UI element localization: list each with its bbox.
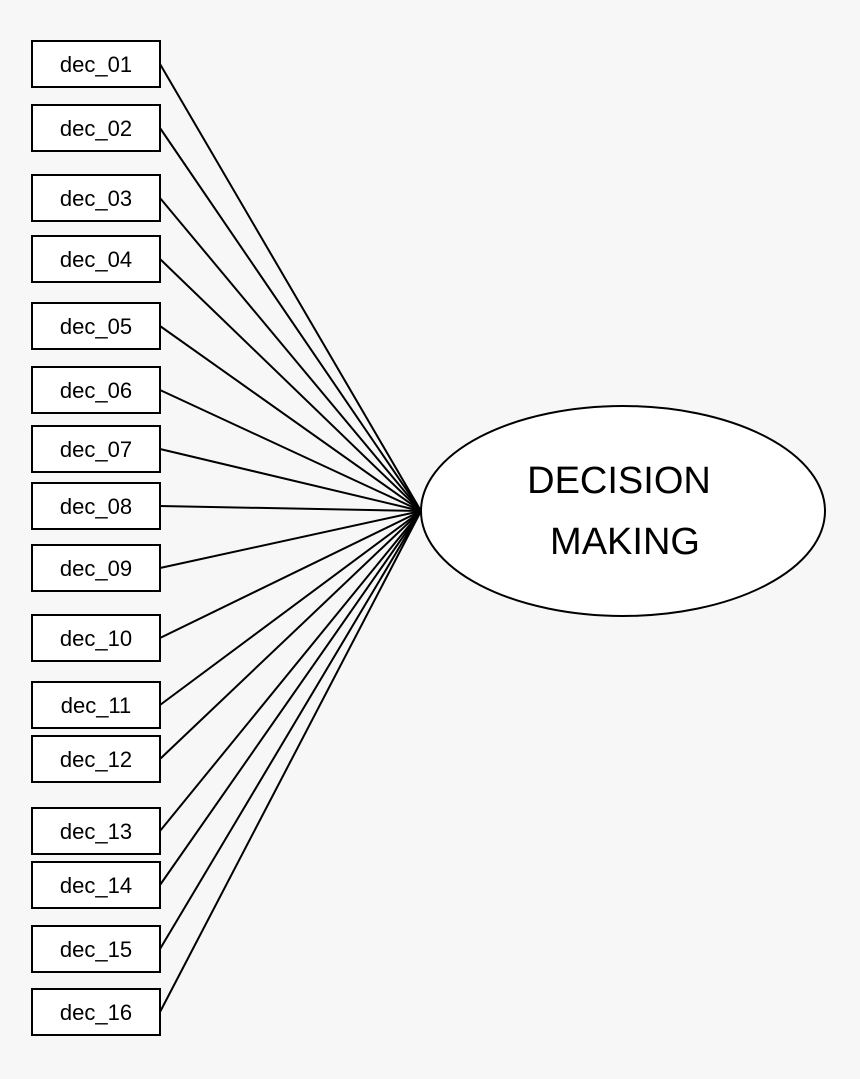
path-line-05 [159,325,422,512]
path-line-10 [159,510,422,639]
indicator-box [31,235,161,283]
indicator-09: dec_09 [31,544,161,592]
indicator-07: dec_07 [31,425,161,473]
path-line-07 [159,448,422,512]
indicator-12: dec_12 [31,735,161,783]
indicator-box [31,925,161,973]
path-line-16 [159,510,422,1013]
latent-label-line2: MAKING [550,521,700,563]
indicator-label: dec_16 [60,1000,132,1025]
indicator-box [31,614,161,662]
indicator-label: dec_11 [61,693,132,718]
indicator-label: dec_06 [60,378,132,403]
path-line-09 [159,510,422,569]
indicator-box [31,302,161,350]
indicator-08: dec_08 [31,482,161,530]
path-line-08 [159,505,422,512]
indicator-box [31,40,161,88]
indicator-label: dec_10 [60,626,132,651]
indicator-box [31,861,161,909]
path-line-14 [159,510,422,886]
indicator-box [31,104,161,152]
indicator-label: dec_04 [60,247,132,272]
indicator-label: dec_12 [60,747,132,772]
indicator-16: dec_16 [31,988,161,1036]
path-line-11 [159,510,422,706]
indicator-box [31,807,161,855]
path-line-04 [159,258,422,512]
latent-factor: DECISION MAKING [420,405,826,617]
indicator-box [31,366,161,414]
indicator-box [31,425,161,473]
path-line-03 [159,197,422,512]
indicator-label: dec_02 [60,116,132,141]
indicator-11: dec_11 [31,681,161,729]
indicator-box [31,735,161,783]
indicator-02: dec_02 [31,104,161,152]
indicator-box [31,988,161,1036]
indicator-label: dec_13 [60,819,132,844]
indicator-label: dec_07 [60,437,132,462]
indicator-label: dec_05 [60,314,132,339]
indicator-box [31,174,161,222]
latent-ellipse [420,405,826,617]
path-line-06 [159,389,422,512]
indicator-box [31,482,161,530]
latent-label-line1: DECISION [527,460,711,502]
indicator-label: dec_09 [60,556,132,581]
indicator-15: dec_15 [31,925,161,973]
path-lines [159,63,422,1013]
path-line-13 [159,510,422,832]
indicator-01: dec_01 [31,40,161,88]
indicator-box [31,681,161,729]
indicator-06: dec_06 [31,366,161,414]
path-line-01 [159,63,422,512]
indicator-13: dec_13 [31,807,161,855]
indicator-boxes: dec_01 dec_02 dec_03 dec_04 dec_05 dec_06 dec_… [31,40,161,1036]
indicator-box [31,544,161,592]
indicator-03: dec_03 [31,174,161,222]
indicator-04: dec_04 [31,235,161,283]
path-line-15 [159,510,422,950]
path-line-02 [159,127,422,512]
indicator-label: dec_08 [60,494,132,519]
indicator-05: dec_05 [31,302,161,350]
indicator-label: dec_15 [60,937,132,962]
path-line-12 [159,510,422,760]
indicator-10: dec_10 [31,614,161,662]
indicator-label: dec_14 [60,873,132,898]
indicator-label: dec_03 [60,186,132,211]
indicator-label: dec_01 [60,52,132,77]
indicator-14: dec_14 [31,861,161,909]
